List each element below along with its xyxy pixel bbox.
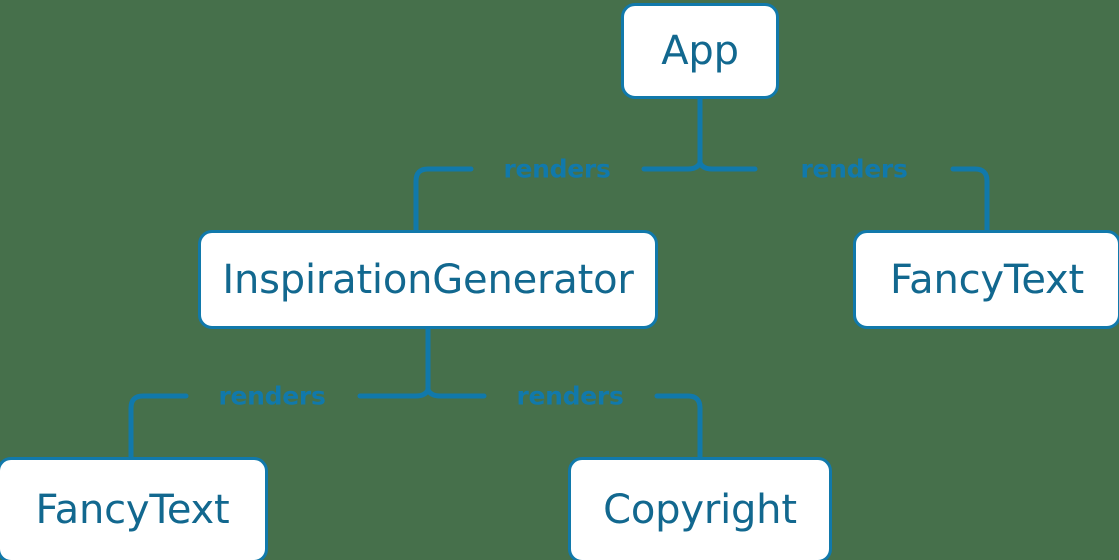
node-copyright-label: Copyright <box>603 487 797 533</box>
edge-app-to-fancytext-a <box>697 160 758 172</box>
node-fancytext-right-label: FancyText <box>890 256 1084 303</box>
node-fancytext-right[interactable]: FancyText <box>853 230 1119 329</box>
node-app-label: App <box>661 28 739 74</box>
edge-inspirationgenerator-to-fancytext-a <box>357 387 431 399</box>
edge-app-to-fancytext-b <box>950 166 990 233</box>
edge-label-inspirationgenerator-to-fancytext: renders <box>218 381 326 411</box>
node-copyright[interactable]: Copyright <box>568 457 832 560</box>
node-fancytext-left[interactable]: FancyText <box>0 457 268 560</box>
node-inspirationgenerator-label: InspirationGenerator <box>222 256 634 303</box>
node-fancytext-left-label: FancyText <box>35 487 230 533</box>
edge-app-to-inspirationgenerator-b <box>413 166 474 233</box>
edge-inspirationgenerator-to-copyright-b <box>654 393 703 460</box>
edge-label-inspirationgenerator-to-copyright: renders <box>516 381 624 411</box>
edge-inspirationgenerator-to-fancytext-b <box>128 393 189 460</box>
node-app[interactable]: App <box>621 3 779 99</box>
node-inspirationgenerator[interactable]: InspirationGenerator <box>198 230 658 329</box>
edge-label-app-to-inspirationgenerator: renders <box>503 154 611 184</box>
edge-label-app-to-fancytext: renders <box>800 154 908 184</box>
edge-app-to-inspirationgenerator-a <box>641 160 703 172</box>
edge-inspirationgenerator-to-copyright-a <box>425 387 487 399</box>
